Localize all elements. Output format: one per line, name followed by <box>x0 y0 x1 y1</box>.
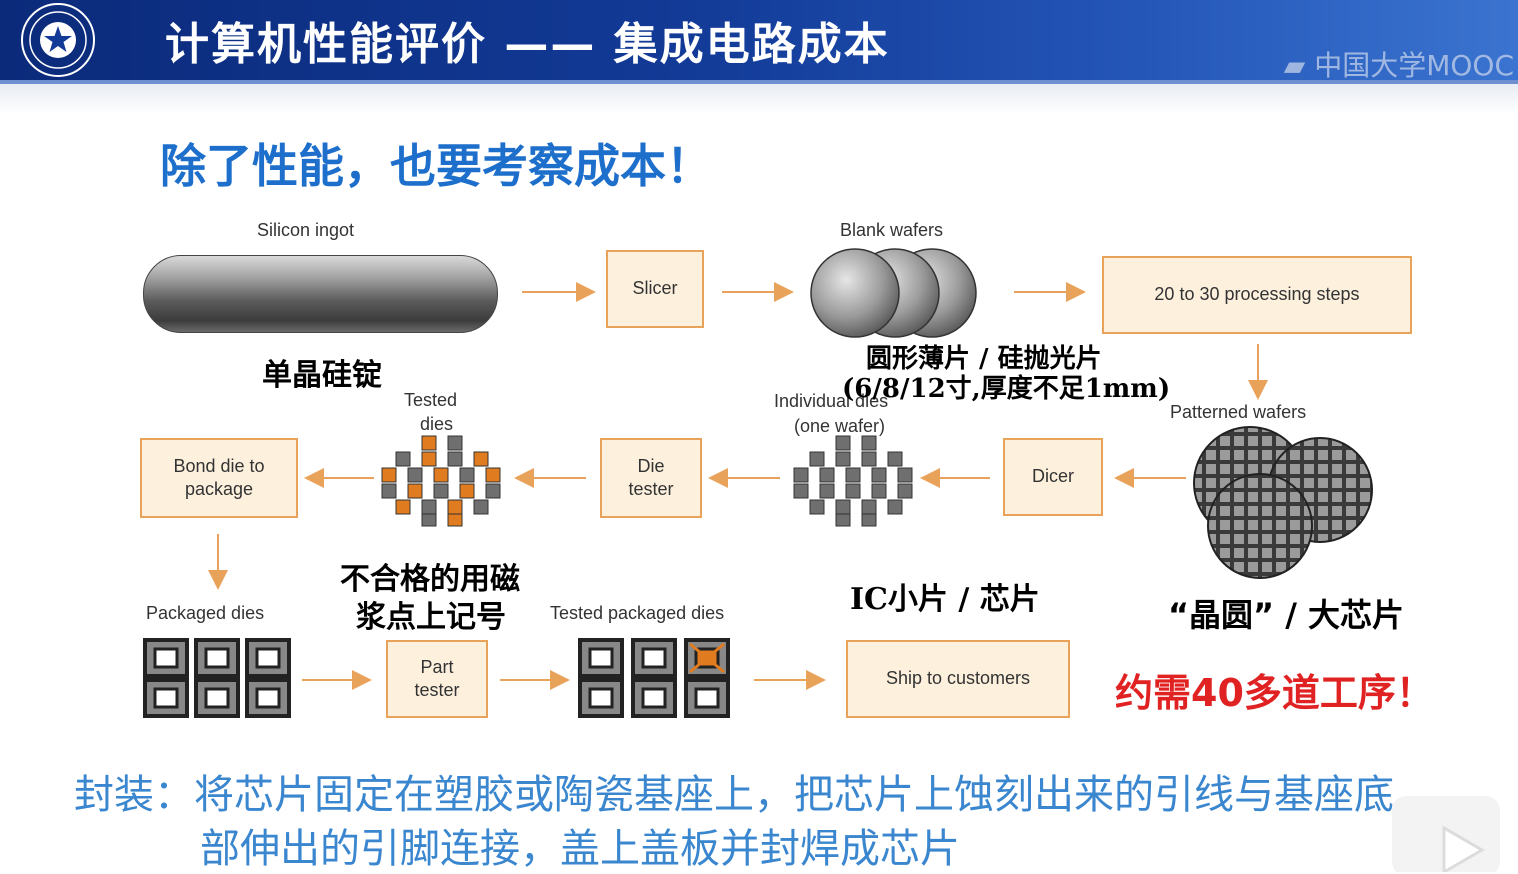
part-tester-box: Part tester <box>386 640 488 718</box>
header-shadow <box>0 84 1518 114</box>
label-tested: Tested <box>404 390 458 410</box>
annotation-ic: IC小片 / 芯片 <box>850 582 1040 617</box>
play-icon[interactable] <box>1392 792 1502 872</box>
annotation-wafer-2: (6/8/12寸,厚度不足1mm) <box>842 374 1171 404</box>
ship-to-customers-box: Ship to customers <box>846 640 1070 718</box>
label-tested-packaged-dies: Tested packaged dies <box>550 603 725 623</box>
annotation-bad-2: 浆点上记号 <box>356 600 506 635</box>
tested-packaged-dies-icon <box>578 638 730 718</box>
dicer-box: Dicer <box>1003 438 1103 516</box>
label-individual-dies: Individual dies <box>774 391 889 411</box>
annotation-bad-1: 不合格的用磁 <box>340 562 520 597</box>
watermark-text: 中国大学MOOC <box>1314 49 1514 82</box>
packaged-dies-icon <box>143 638 291 718</box>
page-title: 计算机性能评价 —— 集成电路成本 <box>165 19 890 70</box>
label-blank-wafers: Blank wafers <box>840 220 944 240</box>
tested-dies-icon <box>381 435 501 527</box>
slide-subtitle: 除了性能，也要考察成本！ <box>160 139 712 193</box>
patterned-wafers-icon <box>1193 426 1373 579</box>
blank-wafers-icon <box>810 248 977 338</box>
annotation-wafer-big: “晶圆” / 大芯片 <box>1168 596 1405 634</box>
process-count-note: 约需40多道工序！ <box>1115 671 1434 715</box>
bond-die-box: Bond die to package <box>140 438 298 518</box>
die-tester-box: Die tester <box>600 438 702 518</box>
label-one-wafer: (one wafer) <box>794 416 886 436</box>
packaging-note-line-1: 封装：将芯片固定在塑胶或陶瓷基座上，把芯片上蚀刻出来的引线与基座底 <box>74 772 1394 818</box>
annotation-wafer-1: 圆形薄片 / 硅抛光片 <box>866 344 1102 374</box>
mooc-watermark: ▰ 中国大学MOOC <box>1284 44 1514 84</box>
header-bar: 计算机性能评价 —— 集成电路成本 ▰ 中国大学MOOC <box>0 0 1518 84</box>
mooc-logo-icon: ▰ <box>1283 49 1306 82</box>
individual-dies-icon <box>793 435 913 527</box>
label-silicon-ingot: Silicon ingot <box>257 220 355 240</box>
university-logo-icon <box>21 3 95 77</box>
label-dies: dies <box>420 414 454 434</box>
slicer-box: Slicer <box>606 250 704 328</box>
label-packaged-dies: Packaged dies <box>146 603 265 623</box>
packaging-note-line-2: 部伸出的引脚连接，盖上盖板并封焊成芯片 <box>200 826 960 872</box>
processing-steps-box: 20 to 30 processing steps <box>1102 256 1412 334</box>
label-patterned-wafers: Patterned wafers <box>1170 402 1307 422</box>
silicon-ingot-icon <box>143 255 498 333</box>
annotation-ingot: 单晶硅锭 <box>262 358 382 393</box>
